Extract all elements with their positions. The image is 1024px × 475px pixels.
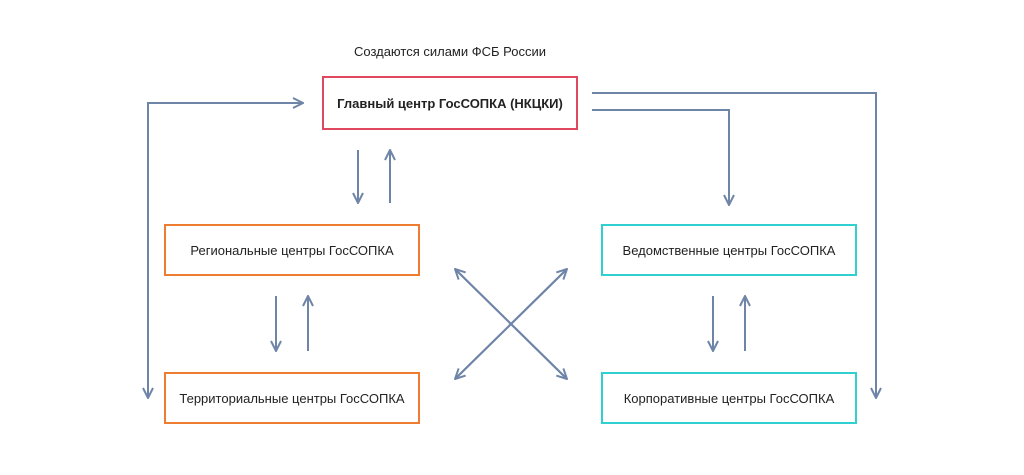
main-center-label: Главный центр ГосСОПКА (НКЦКИ) xyxy=(337,95,563,111)
regional-centers-box: Региональные центры ГосСОПКА xyxy=(164,224,420,276)
fsb-caption: Создаются силами ФСБ России xyxy=(353,44,547,59)
territorial-centers-box: Территориальные центры ГосСОПКА xyxy=(164,372,420,424)
territorial-centers-label: Территориальные центры ГосСОПКА xyxy=(179,390,405,406)
regional-centers-label: Региональные центры ГосСОПКА xyxy=(190,242,394,258)
corporate-centers-label: Корпоративные центры ГосСОПКА xyxy=(623,390,835,406)
arrow-main-to-corporate xyxy=(592,92,876,398)
arrow-cross-corporate-regional xyxy=(455,269,568,380)
corporate-centers-box: Корпоративные центры ГосСОПКА xyxy=(601,372,857,424)
departmental-centers-label: Ведомственные центры ГосСОПКА xyxy=(622,242,836,258)
arrow-main-to-departmental xyxy=(592,109,729,205)
main-center-box: Главный центр ГосСОПКА (НКЦКИ) xyxy=(322,76,578,130)
departmental-centers-box: Ведомственные центры ГосСОПКА xyxy=(601,224,857,276)
